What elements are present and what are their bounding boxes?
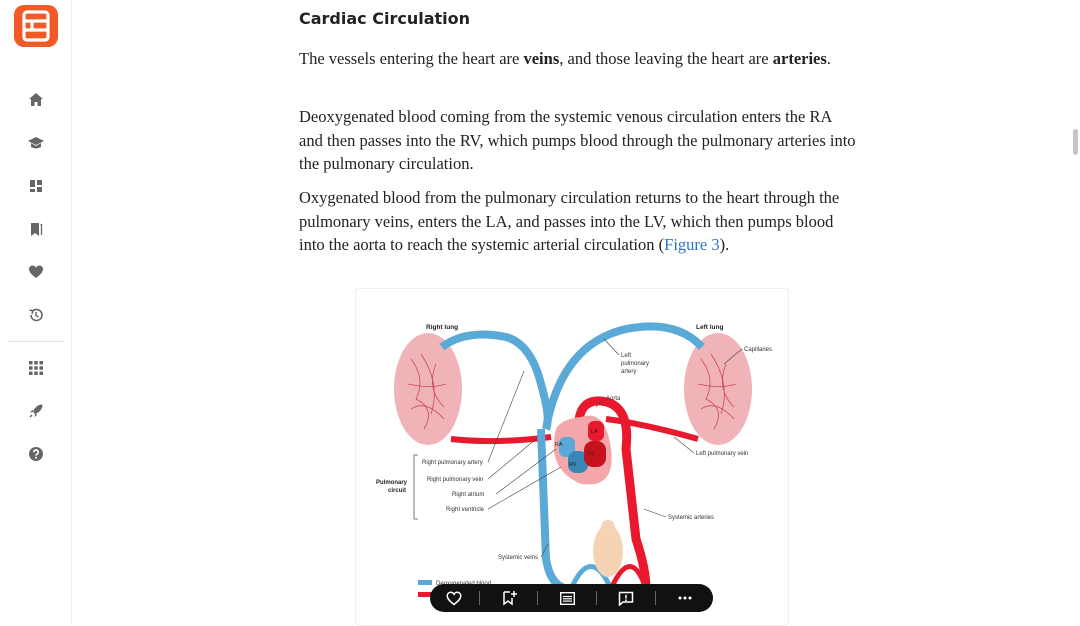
label-capillaries: Capillaries [744,347,772,353]
bookmarks-icon[interactable] [26,219,46,239]
reader-toolbar [430,584,713,612]
label-right-lung: Right lung [426,324,458,331]
toolbar-divider [596,591,597,605]
label-aorta: Aorta [606,396,621,402]
toolbar-divider [537,591,538,605]
help-icon[interactable] [26,444,46,464]
list-icon[interactable] [556,588,578,608]
body-figure [593,525,623,577]
paragraph-text: ). [719,235,730,255]
legend-swatch-blue [418,580,432,585]
sidebar [0,0,72,624]
paragraph-deoxygenated: Deoxygenated blood coming from the syste… [299,107,856,174]
label-left-pulmonary-artery-3: artery [621,369,636,375]
paragraph-text: The vessels entering the heart are [299,49,524,68]
logo[interactable] [14,5,58,47]
figure-3-link[interactable]: Figure 3 [664,235,720,255]
paragraph-text: Oxygenated blood from the pulmonary circ… [299,188,840,255]
sidebar-divider [8,341,64,342]
label-left-pulmonary-artery-1: Left [621,353,631,359]
label-ra: RA [555,442,563,448]
label-systemic-arteries: Systemic arteries [668,515,714,521]
label-right-pulmonary-artery: Right pulmonary artery [422,460,483,466]
apps-grid-icon[interactable] [26,358,46,378]
left-lung-shape [684,333,752,445]
label-lv: LV [588,451,595,457]
label-left-pulmonary-vein: Left pulmonary vein [696,451,748,457]
logo-icon [22,10,50,42]
bold-term-veins: veins [523,49,560,68]
paragraph-text: , and those leaving the heart are [559,49,773,68]
home-icon[interactable] [26,90,46,110]
graduation-cap-icon[interactable] [26,133,46,153]
rocket-icon[interactable] [26,401,46,421]
section-heading: Cardiac Circulation [299,9,471,28]
cardiac-circulation-figure: Right lung Left lung Capillaries Left pu… [355,288,789,626]
label-la: LA [591,429,598,435]
left-pulmonary-vein-vessel [605,416,699,442]
bookmark-add-icon[interactable] [498,588,520,608]
toolbar-divider [655,591,656,605]
aorta-vessel [574,396,651,590]
label-rv: RV [569,462,577,468]
paragraph-text: . [826,49,831,68]
label-right-ventricle: Right ventricle [446,507,485,513]
label-right-pulmonary-vein: Right pulmonary vein [427,477,483,483]
dashboard-icon[interactable] [26,176,46,196]
circulation-diagram: Right lung Left lung Capillaries Left pu… [376,322,772,597]
heart-icon[interactable] [26,262,46,282]
heart-icon[interactable] [443,588,465,608]
more-icon[interactable] [674,588,696,608]
history-icon[interactable] [26,305,46,325]
left-pulmonary-artery-vessel [542,322,705,430]
toolbar-divider [479,591,480,605]
paragraph-vessels: The vessels entering the heart are veins… [299,47,859,71]
legend-swatch-red [418,592,432,597]
label-right-atrium: Right atrium [452,492,484,498]
right-lung-shape [394,333,462,445]
scrollbar-thumb[interactable] [1073,129,1078,155]
comment-icon[interactable] [615,588,637,608]
label-pulmonary-circuit-2: circuit [388,488,406,494]
bold-term-arteries: arteries [772,49,827,68]
label-systemic-veins: Systemic veins [498,555,538,561]
label-pulmonary-circuit-1: Pulmonary [376,480,408,486]
label-left-lung: Left lung [696,324,723,331]
paragraph-oxygenated: Oxygenated blood from the pulmonary circ… [299,186,859,257]
label-left-pulmonary-artery-2: pulmonary [621,361,649,367]
